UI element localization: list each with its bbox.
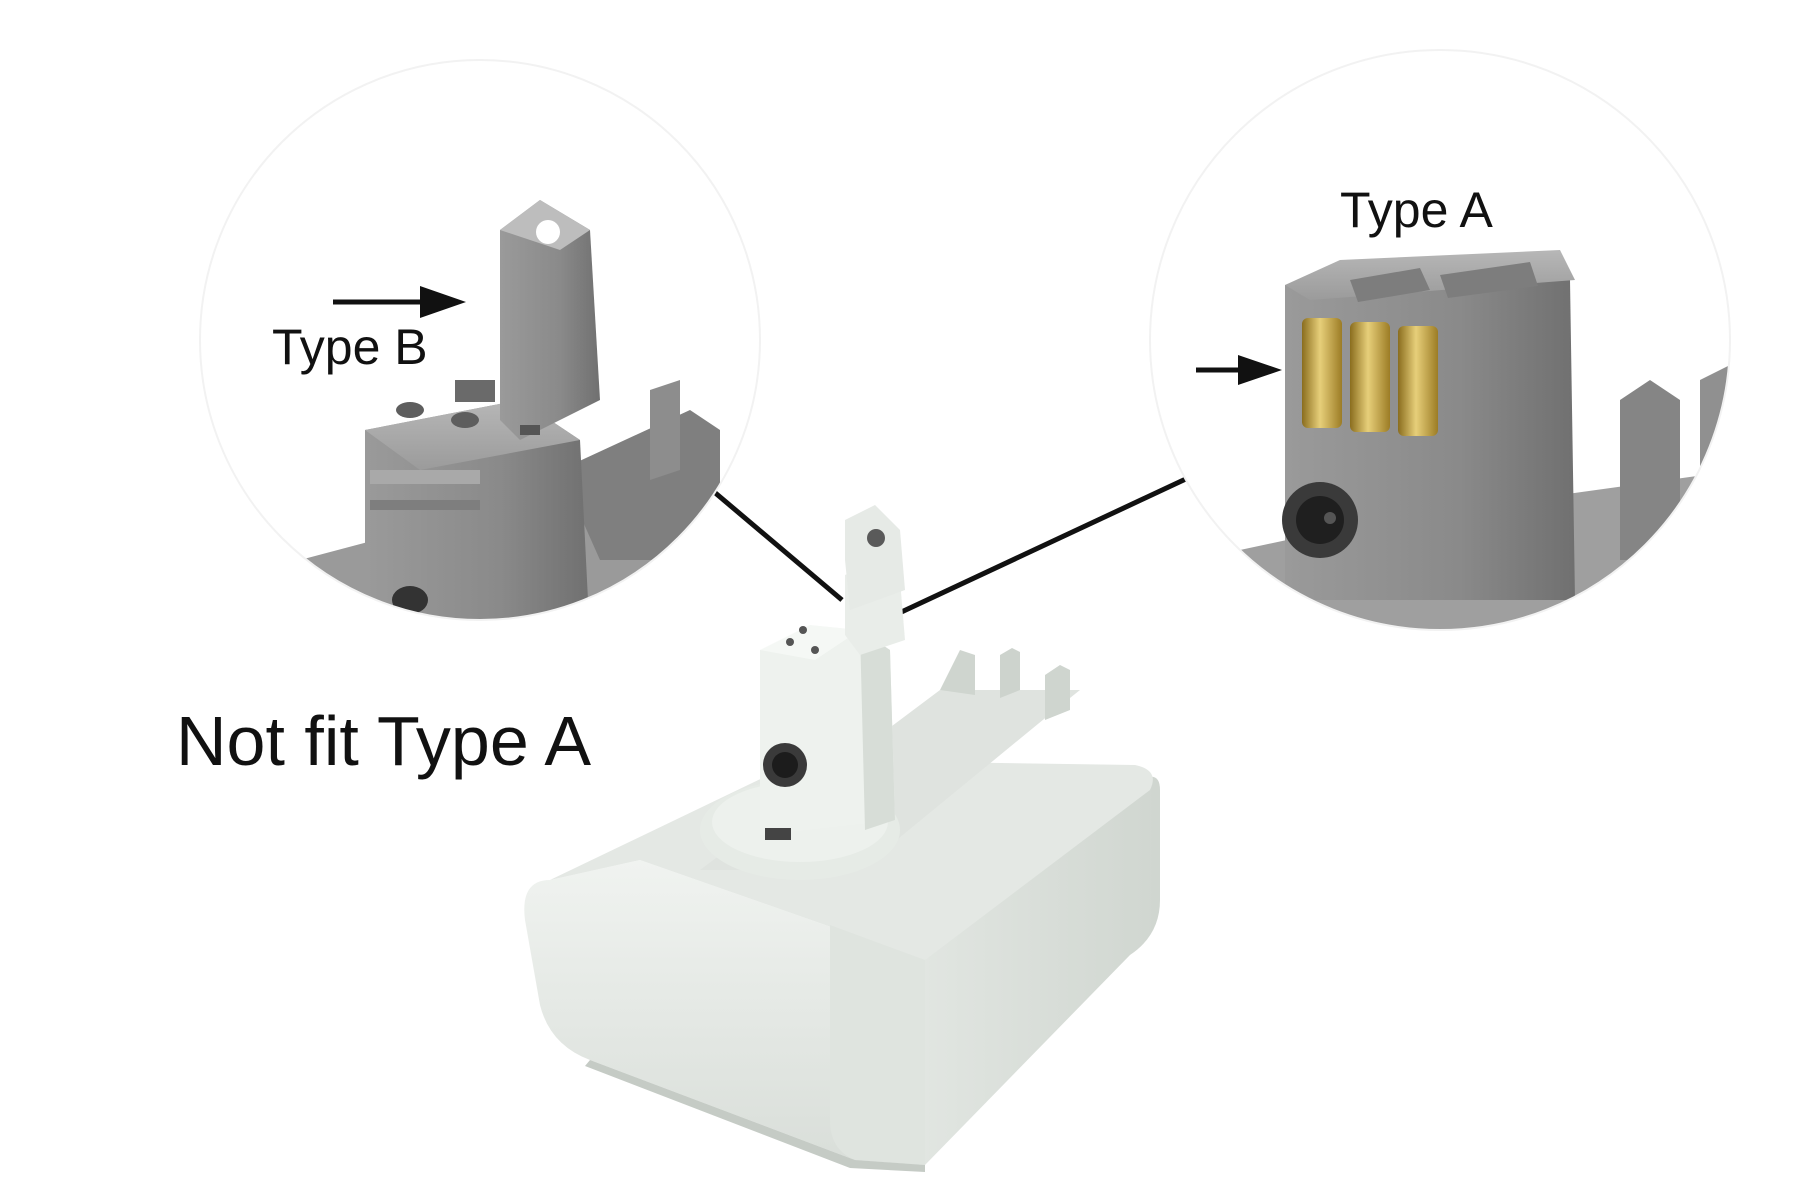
gold-contact [1350,322,1390,432]
leader-line-left [698,478,844,602]
arrow-right-icon-type-b [333,286,466,318]
type-b-label: Type B [272,319,428,375]
gold-contact [1302,318,1342,428]
arrow-right-icon-type-a [1196,355,1282,385]
zoom-circle-type-b [200,60,760,620]
zoom-circle-type-a [1150,50,1730,630]
gold-contact [1398,326,1438,436]
leader-line-right [893,467,1207,618]
type-a-label: Type A [1340,182,1493,238]
main-caption: Not fit Type A [176,702,592,780]
battery-pack [524,505,1160,1172]
